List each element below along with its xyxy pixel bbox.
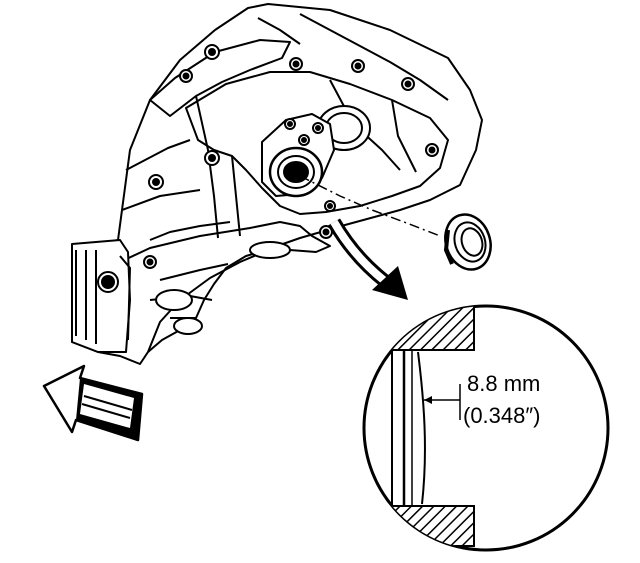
measurement-mm-label: 8.8 mm [467, 371, 541, 396]
oil-seal [443, 213, 492, 271]
direction-arrow-icon [42, 364, 144, 442]
timing-cover-housing [71, 3, 483, 365]
centerline [299, 175, 441, 237]
measurement-inch-label: (0.348″) [463, 403, 541, 428]
callout-arrow-icon [327, 218, 408, 300]
